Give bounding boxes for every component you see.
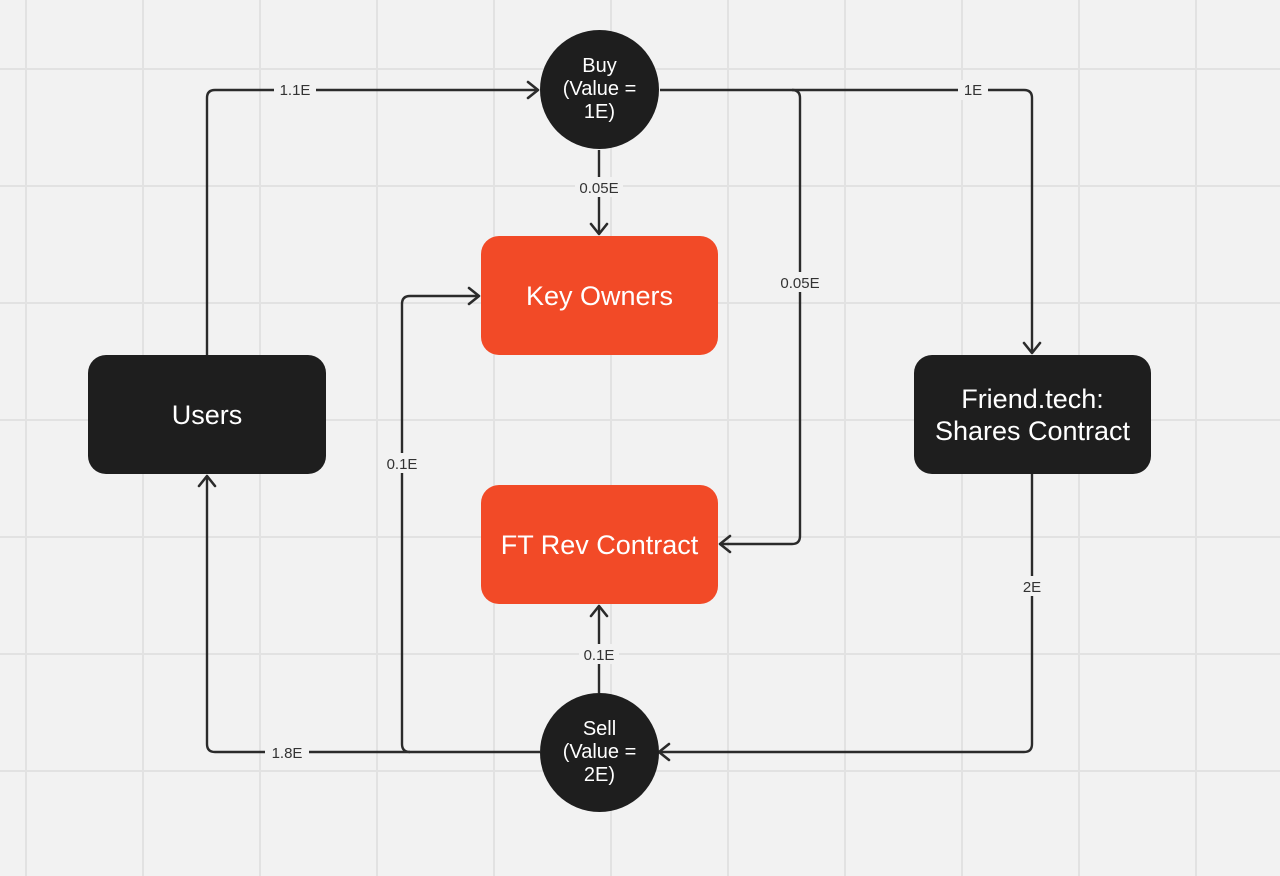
edge-label-buy-to-shares: 1E: [964, 82, 982, 99]
edge-label-sell-to-users: 1.8E: [272, 745, 303, 762]
edge-label-buy-to-key-owners: 0.05E: [579, 180, 618, 197]
edge-sell-to-ft-rev: 0.1E: [579, 604, 619, 693]
ft-rev-contract-node-label: FT Rev Contract: [500, 529, 699, 560]
buy-node-label: Buy (Value = 1E): [562, 55, 637, 123]
edge-label-shares-to-sell: 2E: [1023, 579, 1041, 596]
key-owners-node[interactable]: Key Owners: [481, 236, 718, 355]
edge-buy-to-shares: 1E: [792, 80, 1042, 355]
sell-node[interactable]: Sell (Value = 2E): [540, 693, 659, 812]
edge-label-users-to-buy: 1.1E: [280, 82, 311, 99]
edge-users-to-buy: 1.1E: [205, 80, 540, 355]
edge-shares-to-sell: 2E: [657, 474, 1047, 762]
edge-buy-to-key-owners: 0.05E: [575, 150, 623, 236]
edge-sell-to-users: 1.8E: [197, 474, 540, 762]
edge-label-buy-to-ft-rev: 0.05E: [780, 275, 819, 292]
ft-rev-contract-node[interactable]: FT Rev Contract: [481, 485, 718, 604]
edge-sell-to-key-owners: 0.1E: [382, 286, 481, 754]
buy-node[interactable]: Buy (Value = 1E): [540, 30, 659, 149]
edge-label-sell-to-ft-rev: 0.1E: [584, 647, 615, 664]
shares-contract-node-label: Friend.tech: Shares Contract: [934, 383, 1131, 446]
sell-node-label: Sell (Value = 2E): [562, 718, 637, 786]
users-node-label: Users: [171, 399, 243, 430]
edge-label-sell-to-key-owners: 0.1E: [387, 456, 418, 473]
key-owners-node-label: Key Owners: [525, 280, 674, 311]
shares-contract-node[interactable]: Friend.tech: Shares Contract: [914, 355, 1151, 474]
users-node[interactable]: Users: [88, 355, 326, 474]
